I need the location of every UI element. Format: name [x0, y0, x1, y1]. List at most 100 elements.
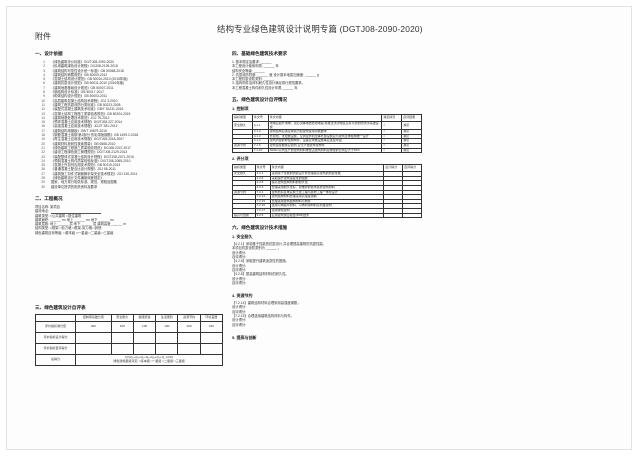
- table-header-cell: 控制项基础分值: [75, 313, 112, 322]
- table-header-cell: 健康舒适: [132, 313, 157, 322]
- table-cell: √: [381, 147, 403, 154]
- control-items-heading: 1. 控制项: [232, 106, 249, 112]
- safety-durability-lines: 【4.2.1】采用基于性能的抗震设计,并合理提高建筑的抗震性能。本项目抗震设防类…: [232, 242, 422, 285]
- table-cell: [75, 331, 112, 344]
- table-cell: 评价指标设计得分: [34, 331, 77, 344]
- table-header-cell: 条文号: [251, 114, 269, 123]
- basic-requirements-lines: 1. 基本规定及要求: ______本工程设计使用年限: ______ 年结构安…: [232, 60, 422, 90]
- list-item: 19《再生混凝土应用技术规程》DG/TJ08-2018-2007: [35, 137, 223, 141]
- table-cell: 400: [75, 320, 112, 333]
- measure-line: 【7.2.14】建筑结构材料合理采用高强度钢筋。: [232, 301, 301, 306]
- measure-line: 自评得分:: [232, 309, 247, 314]
- measure-line: 【4.2.1】采用基于性能的抗震设计,并合理提高建筑的抗震性能。: [232, 242, 326, 247]
- list-item-number: 6: [43, 81, 45, 86]
- list-item-text: 《建筑抗震设计规范》GB 50011-2010 (2016年版): [51, 81, 125, 86]
- list-item-text: 《建筑工程抗震设防分类标准》GB 50223-2008: [51, 102, 121, 107]
- list-item-text: 《预制混凝土构件质量检验标准》DG/TJ08-2069-2010: [51, 158, 131, 163]
- table-cell: [199, 331, 224, 344]
- list-item: 13《混凝土结构工程施工质量验收规范》GB 50204-2015: [35, 112, 223, 116]
- list-item-number: 24: [41, 158, 45, 163]
- table-cell: 200: [177, 320, 201, 333]
- list-item-text: 《绿色建筑设计文件编制深度规定》: [51, 176, 104, 181]
- list-item: 23《装配整体式混凝土结构设计规程》DG/TJ08-2071-2016: [35, 155, 223, 159]
- list-item: 21《绿色建筑工程施工质量验收规范》DGJ08-2247-2017: [35, 146, 223, 150]
- table-cell: [402, 212, 422, 219]
- table-header-row: 指标类型条文号条文内容设计得分自评得分: [232, 164, 422, 173]
- list-item-number: 26: [41, 167, 45, 172]
- measure-line: 设计得分:: [232, 263, 247, 268]
- table-cell: [155, 331, 179, 344]
- list-item-text: 《建筑地基基础设计规范》GB 50007-2011: [51, 85, 114, 90]
- table-cell: [177, 342, 201, 355]
- table-row: 评价指标自评得分: [34, 342, 224, 355]
- appendix-label: 附件: [35, 32, 51, 41]
- list-item-text: 《混凝土结构设计规范》GB 50010-2010 (2015年版): [51, 77, 128, 82]
- list-item-text: 《钢结构设计标准》GB 50017-2017: [51, 90, 104, 95]
- list-item-number: 27: [41, 171, 45, 176]
- list-item-number: 17: [41, 128, 45, 133]
- list-item-number: 15: [41, 120, 45, 125]
- requirement-line: 1. 基本规定及要求: ______: [232, 60, 272, 64]
- list-item: 8《钢结构设计标准》GB 50017-2017: [35, 90, 223, 94]
- list-item-text: 《建筑结构荷载规范》GB 50009-2012: [51, 72, 108, 77]
- section-5-heading: 五、绿色建筑设计自评情况: [232, 97, 288, 103]
- list-item-number: 10: [41, 98, 45, 103]
- list-item-text: 《建筑结构可靠性设计统一标准》GB 50068-2018: [51, 68, 124, 73]
- list-item: 5《混凝土结构设计规范》GB 50010-2010 (2015年版): [35, 77, 223, 81]
- table-cell: [132, 331, 157, 344]
- list-item-number: 18: [41, 133, 45, 138]
- list-item-number: 13: [41, 111, 45, 116]
- list-item: 16《高强混凝土应用技术规程》JGJ/T 281-2012: [35, 124, 223, 128]
- table-header-cell: 资源节约: [177, 313, 201, 322]
- list-item-text: 《建设工程绿色施工管理规范》DG/TJ08-2129-2013: [51, 150, 128, 155]
- measure-line: 设计得分:: [232, 250, 247, 255]
- project-name-value: 某项目: [50, 204, 60, 209]
- list-item: 4《建筑结构荷载规范》GB 50009-2012: [35, 73, 223, 77]
- table-cell: [232, 147, 253, 154]
- section-6-heading: 六、绿色建筑设计技术措施: [232, 225, 288, 231]
- list-item-text: 《建筑结构用钢板》GB/T 19879-2015: [51, 128, 107, 133]
- list-item: 27《建筑施工扣件式钢管脚手架安全技术规范》JGJ 130-2011: [35, 172, 223, 176]
- list-item-text: 《建筑材料放射性核素限量》GB 6566-2010: [51, 141, 116, 146]
- list-item-text: 《装配式混凝土建筑技术标准》GB/T 51231-2016: [51, 107, 124, 112]
- table-cell: [199, 342, 224, 355]
- list-item-text: 《普通混凝土配合比设计规程》JGJ 55-2011: [51, 167, 116, 172]
- requirement-line: 3. 结构构件及材料耐久性设计满足现行规范要求。: [232, 81, 305, 86]
- list-item: 7《建筑地基基础设计规范》GB 50007-2011: [35, 86, 223, 90]
- list-item-text: 《建筑地基处理技术规范》JGJ 79-2012: [51, 115, 110, 120]
- list-item: 9《砌体结构设计规范》GB 50003-2011: [35, 94, 223, 98]
- list-item: 26 《普通混凝土配合比设计规程》JGJ 55-2011: [35, 167, 223, 171]
- list-item-number: 16: [41, 124, 45, 129]
- table-cell: 安全耐久: [232, 121, 253, 131]
- list-item-number: 29: [41, 180, 45, 185]
- measure-line: 【4.2.6】采取提升建筑适变性的措施。: [232, 259, 289, 264]
- table-cell: 7.1.10: [251, 147, 269, 154]
- list-item: 1《绿色建筑评价标准》DG/TJ08-2090-2020: [35, 60, 223, 64]
- grade-note: 绿色建筑星级评定: □基本级 □一星级 □二星级 □三星级: [113, 358, 185, 363]
- list-item-number: 25: [41, 163, 45, 168]
- list-item-number: 23: [41, 154, 45, 159]
- scoring-items-heading: 2. 评分项: [232, 156, 249, 162]
- overview-line: 结构类型: □框架 □剪力墙 □框架-剪力墙 □其他: [35, 226, 102, 231]
- requirement-line: 本工程设计使用年限: ______ 年: [232, 64, 279, 69]
- table-cell: [132, 342, 157, 355]
- table-cell: [75, 342, 112, 355]
- list-item: 25《混凝土外加剂应用技术规范》GB 50119-2013: [35, 163, 223, 167]
- list-item-number: 3: [43, 68, 45, 73]
- table-header-cell: 满足情况: [381, 114, 403, 123]
- table-cell: 100: [199, 320, 224, 333]
- table-cell: 9.2.5: [254, 212, 271, 219]
- section-3-heading: 三、绿色建筑设计自评表: [35, 304, 86, 310]
- document-title: 结构专业绿色建筑设计说明专篇 (DGTJ08-2090-2020): [217, 24, 423, 34]
- list-item-text: 《绿色建筑评价标准》DG/TJ08-2090-2020: [51, 60, 115, 64]
